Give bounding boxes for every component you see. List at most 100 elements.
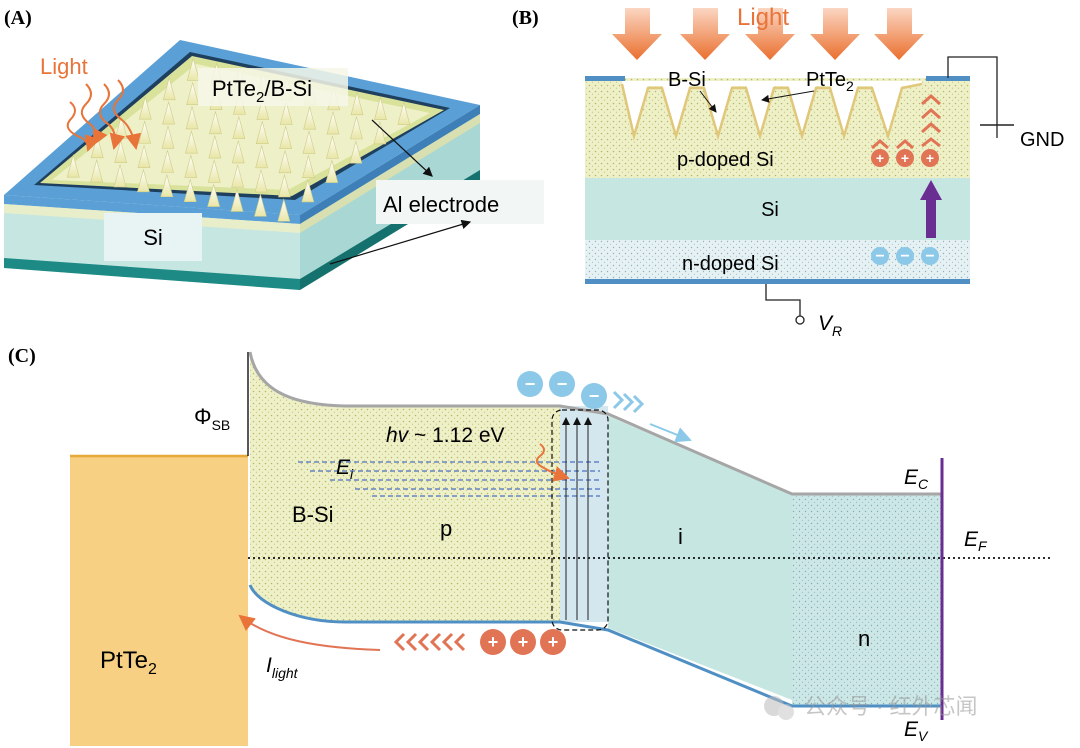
pyramid-spike xyxy=(326,135,339,159)
pyramid-spike xyxy=(207,183,221,207)
i-region-label: i xyxy=(678,524,683,549)
ilight-label: Ilight xyxy=(266,654,299,681)
panel-a-label: (A) xyxy=(4,7,32,29)
pyramid-spike xyxy=(230,188,244,212)
conduction-band xyxy=(248,351,942,496)
depletion-box xyxy=(551,409,609,631)
pyramid-spike xyxy=(255,120,269,144)
si-intrinsic-layer xyxy=(585,178,970,240)
depletion-slice xyxy=(560,406,608,622)
device-block: Si PtTe2/B-Si Al electrode xyxy=(4,40,544,290)
hole-symbol: + xyxy=(548,632,559,652)
si-label: Si xyxy=(143,225,163,250)
field-arrow xyxy=(920,180,942,238)
pyramid-spike xyxy=(186,81,200,106)
pyramid-spike xyxy=(279,101,293,125)
hole-chevrons-c xyxy=(393,632,466,652)
ptte2-bsi-label: PtTe2/B-Si xyxy=(212,76,312,106)
hole-symbol: + xyxy=(876,150,884,166)
pyramid-spike xyxy=(66,153,80,178)
pyramid-spike xyxy=(373,120,387,145)
bottom-electrode xyxy=(585,279,970,284)
top-electrode-left xyxy=(585,76,625,81)
si-label-box xyxy=(104,213,202,261)
electron-symbol: − xyxy=(557,374,568,394)
hole-symbol: + xyxy=(901,150,909,166)
light-label-b: Light xyxy=(737,4,789,31)
valence-band xyxy=(248,584,942,708)
pyramid-spike xyxy=(350,91,364,116)
pyramid-spike xyxy=(255,144,269,169)
pyramid-spike xyxy=(231,139,245,164)
pyramid-spike xyxy=(208,134,222,159)
hole-symbol: + xyxy=(518,632,529,652)
photocurrent-arrow xyxy=(238,614,381,651)
p-region-label: p xyxy=(440,516,452,541)
pyramid-spike xyxy=(185,105,199,130)
vr-label: VR xyxy=(818,312,842,339)
pyramid-spike xyxy=(162,76,176,101)
pyramid-spike xyxy=(302,154,315,178)
panel-c-label: (C) xyxy=(8,345,36,367)
electron-symbol: − xyxy=(925,248,934,265)
electrode-pointer-top xyxy=(371,119,433,177)
n-doped-label: n-doped Si xyxy=(682,253,779,275)
pyramid-spike xyxy=(184,154,198,178)
pyramid-spike xyxy=(350,115,363,140)
pyramid-spike xyxy=(185,130,198,154)
gnd-label: GND xyxy=(1020,129,1064,151)
ptte2-label-b: PtTe2 xyxy=(806,69,854,94)
pyramid-spike xyxy=(137,168,150,193)
al-electrode-label: Al electrode xyxy=(383,192,499,217)
pyramid-spike xyxy=(186,57,200,81)
electrode-pointer-bottom xyxy=(329,219,472,265)
pyramid-spike xyxy=(256,96,270,120)
pyramid-spike xyxy=(183,178,197,202)
n-region-label: n xyxy=(858,626,870,651)
pyramid-spike xyxy=(138,95,152,120)
pyramid-spike xyxy=(254,193,267,217)
pyramid-spike xyxy=(137,144,151,168)
pyramid-spike xyxy=(207,159,221,183)
ptte2-metal xyxy=(70,456,248,746)
holes-b xyxy=(871,149,939,167)
pyramid-spike xyxy=(277,198,291,222)
light-arrows-b xyxy=(612,8,924,60)
pyramid-spike xyxy=(209,110,222,135)
holes-c xyxy=(480,629,566,655)
electron-symbol: − xyxy=(589,386,600,406)
vr-terminal xyxy=(795,315,805,325)
light-rays-a xyxy=(66,79,142,152)
pyramid-spike xyxy=(303,106,317,130)
electron-symbol: − xyxy=(900,248,909,265)
panel-b-label: (B) xyxy=(512,7,539,29)
pyramid-spike xyxy=(254,168,268,193)
electrons-b xyxy=(871,247,939,265)
pyramid-spike xyxy=(231,164,245,188)
ei-label: Ei xyxy=(336,456,354,482)
ef-label: EF xyxy=(964,528,988,554)
p-region xyxy=(250,352,560,622)
ptte2-label-c: PtTe2 xyxy=(100,647,157,678)
pyramid-spike xyxy=(374,96,387,120)
electron-drift-arrow xyxy=(649,423,692,443)
pyramid-spike xyxy=(279,125,293,149)
pyramid-spike xyxy=(161,149,174,173)
pyramid-spike xyxy=(397,101,411,125)
electrons-c xyxy=(517,371,607,409)
ev-label: EV xyxy=(904,718,929,744)
excitation-arrows xyxy=(562,417,592,620)
pyramid-spike xyxy=(278,149,292,174)
pyramid-spike xyxy=(160,173,174,198)
pyramid-spike xyxy=(301,178,315,203)
phi-sb-label: ΦSB xyxy=(194,404,230,433)
gnd-wire xyxy=(947,56,998,125)
panel-a: (A) Si PtTe2/B-Si Al electrode xyxy=(4,7,544,290)
p-doped-label: p-doped Si xyxy=(677,149,774,171)
pyramid-spike xyxy=(325,159,339,183)
bsi-label-b: B-Si xyxy=(668,69,706,91)
ptte2-film xyxy=(620,82,923,141)
electron-symbol: − xyxy=(875,248,884,265)
